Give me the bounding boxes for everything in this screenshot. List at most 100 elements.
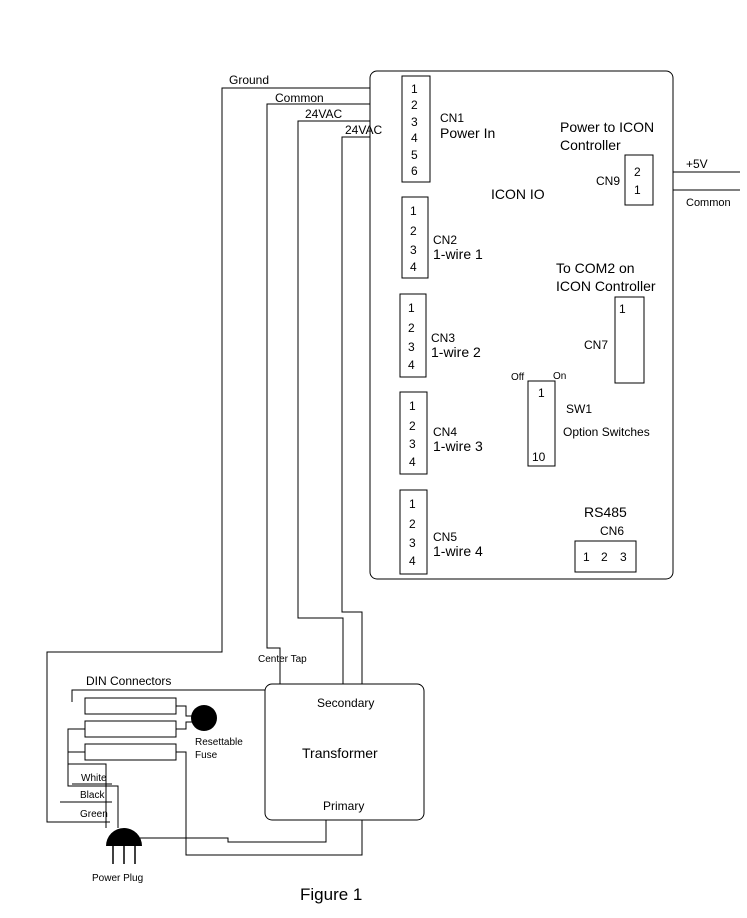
din-fuse-wire-a xyxy=(176,705,192,717)
cn2-pin-4: 4 xyxy=(410,260,417,274)
sw1-pin-last: 10 xyxy=(532,450,546,464)
resettable-fuse-icon xyxy=(191,705,217,731)
cn3-pin-2: 2 xyxy=(408,321,415,335)
din-top-wire xyxy=(71,689,265,702)
figure-caption: Figure 1 xyxy=(300,885,362,904)
power-plug-icon xyxy=(106,828,142,864)
din-neutral-wire xyxy=(176,751,363,856)
cn3-pin-1: 1 xyxy=(408,301,415,315)
power-plug-label: Power Plug xyxy=(92,873,143,884)
cn3-name: CN3 xyxy=(431,331,455,345)
cn4-name: CN4 xyxy=(433,425,457,439)
cn5-connector xyxy=(399,489,428,575)
cn9-pin-2: 2 xyxy=(634,165,641,179)
din-connector-2 xyxy=(84,720,177,738)
cn1-pin-6: 6 xyxy=(411,164,418,178)
cn5-pin-1: 1 xyxy=(409,497,416,511)
fuse-label-line1: Resettable xyxy=(195,737,243,748)
cn3-desc: 1-wire 2 xyxy=(431,344,481,360)
vac-label-b: 24VAC xyxy=(345,123,382,137)
cn3-pin-4: 4 xyxy=(408,358,415,372)
sw1-pin-first: 1 xyxy=(538,386,545,400)
din-connector-3 xyxy=(84,743,177,761)
cn4-connector xyxy=(399,391,428,475)
cn9-title-line1: Power to ICON xyxy=(560,119,654,135)
vac-wire-b xyxy=(341,136,402,684)
cn5-pin-4: 4 xyxy=(409,554,416,568)
cn5-pin-3: 3 xyxy=(409,536,416,550)
cn9-name: CN9 xyxy=(596,174,620,188)
cn1-name: CN1 xyxy=(440,111,464,125)
sw1-name: SW1 xyxy=(566,402,592,416)
cn4-pin-1: 1 xyxy=(409,399,416,413)
fuse-label-line2: Fuse xyxy=(195,750,218,761)
green-label: Green xyxy=(80,809,108,820)
sw1-on-label: On xyxy=(553,371,566,382)
cn3-connector xyxy=(399,293,427,378)
cn2-name: CN2 xyxy=(433,233,457,247)
cn6-pin-3: 3 xyxy=(620,550,627,564)
cn9-pin-1: 1 xyxy=(634,183,641,197)
sw1-off-label: Off xyxy=(511,372,524,383)
cn9-title-line2: Controller xyxy=(560,137,621,153)
cn7-title-line2: ICON Controller xyxy=(556,278,656,294)
cn5-desc: 1-wire 4 xyxy=(433,543,483,559)
common-out-label: Common xyxy=(686,197,731,209)
cn4-desc: 1-wire 3 xyxy=(433,438,483,454)
cn1-pin-1: 1 xyxy=(411,82,418,96)
cn6-title: RS485 xyxy=(584,504,627,520)
cn6-connector xyxy=(574,540,637,573)
cn5-pin-2: 2 xyxy=(409,517,416,531)
common-wire xyxy=(266,103,402,684)
cn1-pin-5: 5 xyxy=(411,148,418,162)
din-label: DIN Connectors xyxy=(86,674,171,688)
cn3-pin-3: 3 xyxy=(408,340,415,354)
icon-io-board xyxy=(369,70,674,580)
cn1-pin-2: 2 xyxy=(411,98,418,112)
cn9-connector xyxy=(624,154,654,206)
din-mid-wire xyxy=(67,728,119,828)
cn5-name: CN5 xyxy=(433,530,457,544)
cn4-pin-3: 3 xyxy=(409,437,416,451)
sw1-desc: Option Switches xyxy=(563,425,650,439)
center-tap-label: Center Tap xyxy=(258,654,307,665)
din-fuse-wire-b xyxy=(176,721,192,730)
vac-label-a: 24VAC xyxy=(305,107,342,121)
cn1-connector xyxy=(401,75,431,183)
vac-wire-a xyxy=(297,120,402,684)
transformer-name: Transformer xyxy=(302,745,378,761)
ground-wire xyxy=(46,87,402,823)
transformer-secondary: Secondary xyxy=(317,696,374,710)
sw1-switch-bank xyxy=(527,380,556,467)
cn1-pin-4: 4 xyxy=(411,131,418,145)
black-label: Black xyxy=(80,790,105,801)
ground-label: Ground xyxy=(229,73,269,87)
cn6-pin-1: 1 xyxy=(583,550,590,564)
cn2-pin-3: 3 xyxy=(410,243,417,257)
cn1-pin-3: 3 xyxy=(411,115,418,129)
cn2-desc: 1-wire 1 xyxy=(433,246,483,262)
cn1-pins: 1 2 3 4 5 6 xyxy=(411,82,418,178)
white-label: White xyxy=(81,773,107,784)
cn2-pin-2: 2 xyxy=(410,224,417,238)
plus5v-label: +5V xyxy=(686,157,708,171)
cn7-pin-1: 1 xyxy=(619,302,626,316)
common-label: Common xyxy=(275,91,324,105)
board-title: ICON IO xyxy=(491,186,545,202)
transformer xyxy=(264,683,425,821)
cn6-pin-2: 2 xyxy=(601,550,608,564)
transformer-primary: Primary xyxy=(323,799,364,813)
cn4-pin-4: 4 xyxy=(409,455,416,469)
primary-return-wire xyxy=(130,820,327,843)
din-connector-1 xyxy=(84,697,177,715)
cn7-name: CN7 xyxy=(584,338,608,352)
cn1-desc: Power In xyxy=(440,125,495,141)
cn4-pin-2: 2 xyxy=(409,419,416,433)
cn7-connector xyxy=(614,296,645,384)
cn7-title-line1: To COM2 on xyxy=(556,260,635,276)
cn2-pin-1: 1 xyxy=(410,204,417,218)
cn6-name: CN6 xyxy=(600,524,624,538)
cn2-connector xyxy=(401,196,429,279)
din-bottom-wire xyxy=(67,751,107,828)
